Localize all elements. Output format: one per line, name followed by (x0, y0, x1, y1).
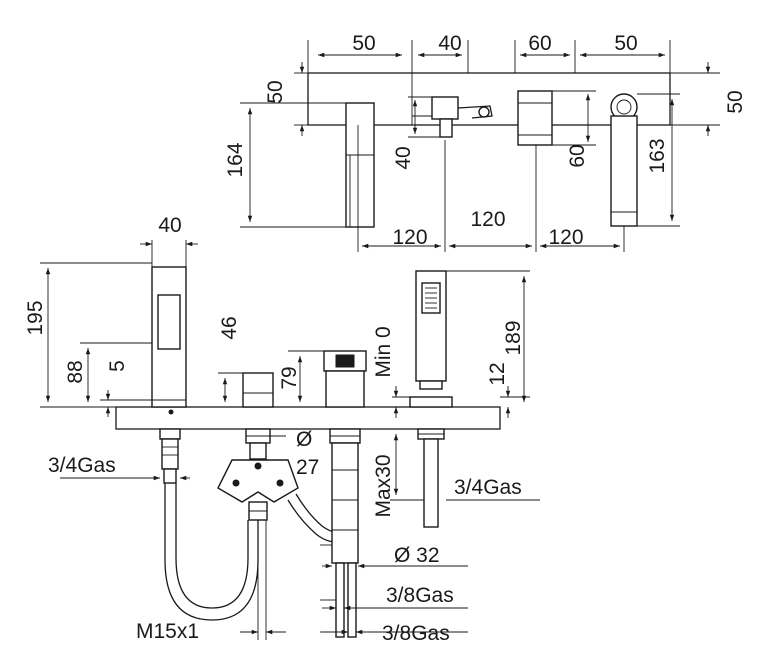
side-deck-max: Max30 (372, 454, 395, 517)
side-spout (151, 266, 187, 484)
top-handle-height: 60 (566, 144, 589, 167)
side-dimension-lines (45, 241, 540, 635)
top-left-height: 50 (264, 80, 287, 103)
top-spout-height: 164 (224, 142, 247, 177)
top-hand-shower (610, 93, 638, 227)
side-diverter-diameter: 27 (296, 456, 319, 479)
side-spout-width: 40 (158, 214, 181, 237)
side-supply-thread-lower: 3/8Gas (382, 622, 450, 645)
side-inlet-thread-left: 3/4Gas (48, 454, 116, 477)
side-supply-hose (164, 483, 259, 621)
side-diverter-height: 46 (218, 316, 241, 339)
side-hand-shower (409, 270, 453, 528)
top-spacing-2: 120 (470, 208, 505, 231)
top-extension-lines (240, 40, 720, 252)
top-shower-height: 163 (646, 138, 669, 173)
side-mixer (323, 350, 367, 638)
top-spacing-1: 120 (392, 226, 427, 249)
top-dimension-lines (247, 52, 711, 249)
side-mixer-height: 79 (278, 366, 301, 389)
top-spout (345, 102, 375, 228)
top-width-handle: 60 (528, 32, 551, 55)
side-view: 40 195 88 5 46 79 Min 0 189 12 3/4Gas Ø … (24, 214, 540, 645)
side-spout-base-height: 88 (64, 360, 87, 383)
side-hose-thread: M15x1 (136, 620, 199, 643)
top-mixer-handle (517, 90, 553, 146)
top-spacing-3: 120 (548, 226, 583, 249)
top-diverter (412, 96, 493, 138)
side-shower-height: 189 (502, 320, 525, 355)
side-deck (115, 406, 501, 430)
side-supply-thread-upper: 3/8Gas (386, 584, 454, 607)
side-spout-total-height: 195 (24, 300, 47, 335)
side-shower-offset: 12 (486, 362, 509, 385)
side-inlet-thread-right: 3/4Gas (454, 476, 522, 499)
side-spout-offset: 5 (106, 360, 129, 372)
top-diverter-height: 40 (392, 146, 415, 169)
side-diverter-diameter-symbol: Ø (296, 428, 312, 451)
side-deck-min: Min 0 (372, 326, 395, 377)
side-diverter (217, 372, 337, 640)
top-width-spout: 50 (352, 32, 375, 55)
top-width-shower: 50 (614, 32, 637, 55)
side-supply-hose-inner (175, 483, 249, 609)
top-view: 50 40 60 50 50 50 164 40 60 163 120 120 … (224, 32, 747, 252)
side-mixer-diameter: Ø 32 (394, 544, 440, 567)
top-width-diverter: 40 (438, 32, 461, 55)
top-right-height: 50 (724, 90, 747, 113)
